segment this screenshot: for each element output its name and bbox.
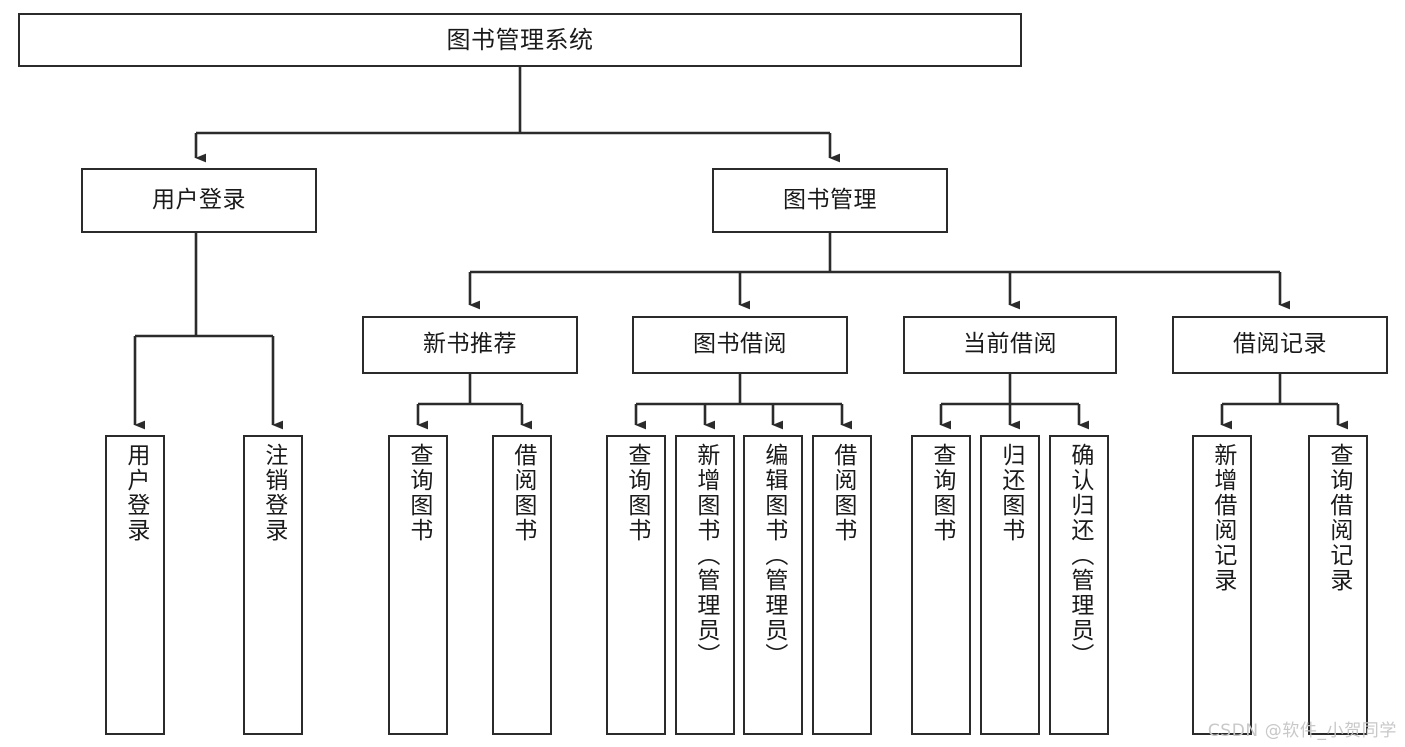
- node-label: 借阅图书: [829, 443, 856, 543]
- node-label: 查询图书: [928, 443, 955, 543]
- node-label: 用户登录: [152, 186, 246, 213]
- node-borrow-record[interactable]: 借阅记录: [1172, 316, 1388, 374]
- node-book-borrow[interactable]: 图书借阅: [632, 316, 848, 374]
- leaf-current-query-book[interactable]: 查询图书: [911, 435, 971, 735]
- node-label: 新增图书（管理员）: [692, 443, 719, 668]
- node-current-borrow[interactable]: 当前借阅: [903, 316, 1117, 374]
- node-label: 用户登录: [122, 443, 149, 543]
- leaf-user-login-logout[interactable]: 注销登录: [243, 435, 303, 735]
- node-new-book-recommend[interactable]: 新书推荐: [362, 316, 578, 374]
- leaf-borrow-edit-book-admin[interactable]: 编辑图书（管理员）: [743, 435, 803, 735]
- csdn-watermark: CSDN @软件_小贺同学: [1207, 721, 1397, 741]
- leaf-new-book-query[interactable]: 查询图书: [388, 435, 448, 735]
- node-label: 新书推荐: [423, 331, 517, 358]
- node-label: 图书管理: [783, 186, 877, 213]
- node-label: 编辑图书（管理员）: [760, 443, 787, 668]
- leaf-borrow-query-book[interactable]: 查询图书: [606, 435, 666, 735]
- node-label: 借阅图书: [509, 443, 536, 543]
- leaf-record-query-record[interactable]: 查询借阅记录: [1308, 435, 1368, 735]
- leaf-current-confirm-return-admin[interactable]: 确认归还（管理员）: [1049, 435, 1109, 735]
- node-label: 查询图书: [405, 443, 432, 543]
- node-label: 新增借阅记录: [1209, 443, 1236, 593]
- leaf-new-book-borrow[interactable]: 借阅图书: [492, 435, 552, 735]
- leaf-borrow-add-book-admin[interactable]: 新增图书（管理员）: [675, 435, 735, 735]
- node-label: 图书借阅: [693, 331, 787, 358]
- node-root-library-system[interactable]: 图书管理系统: [18, 13, 1022, 67]
- node-label: 归还图书: [997, 443, 1024, 543]
- leaf-user-login-login[interactable]: 用户登录: [105, 435, 165, 735]
- node-label: 查询借阅记录: [1325, 443, 1352, 593]
- node-label: 图书管理系统: [446, 25, 594, 54]
- node-user-login[interactable]: 用户登录: [81, 168, 317, 233]
- node-label: 借阅记录: [1233, 331, 1327, 358]
- node-label: 确认归还（管理员）: [1066, 443, 1093, 668]
- node-label: 查询图书: [623, 443, 650, 543]
- node-book-management[interactable]: 图书管理: [712, 168, 948, 233]
- leaf-record-add-record[interactable]: 新增借阅记录: [1192, 435, 1252, 735]
- node-label: 注销登录: [260, 443, 287, 543]
- leaf-borrow-borrow-book[interactable]: 借阅图书: [812, 435, 872, 735]
- node-label: 当前借阅: [963, 331, 1057, 358]
- leaf-current-return-book[interactable]: 归还图书: [980, 435, 1040, 735]
